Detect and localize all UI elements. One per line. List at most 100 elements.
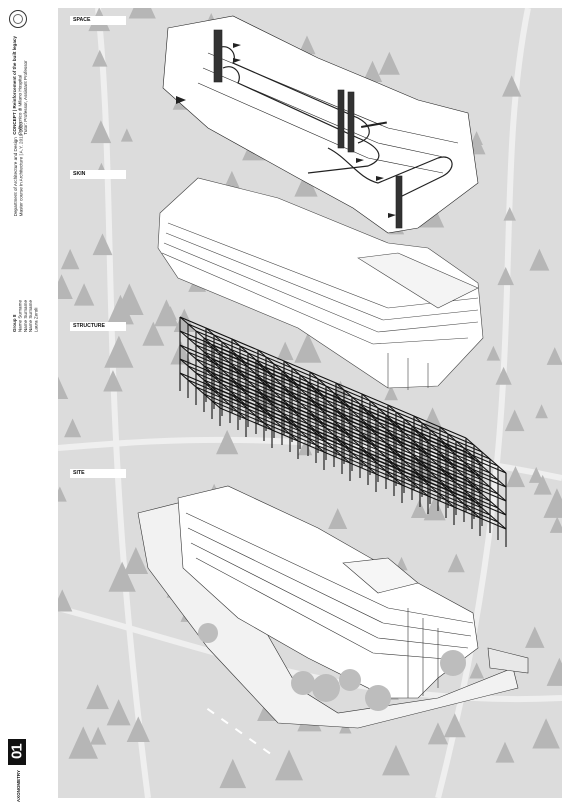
structure-member (283, 360, 325, 397)
tree-icon (443, 713, 466, 738)
axonometric-drawing (58, 8, 562, 798)
member-3: Name Surname (28, 300, 34, 333)
structure-member (335, 410, 377, 447)
structure-member (439, 454, 481, 491)
tree-icon (495, 741, 515, 763)
structure-member (465, 479, 507, 516)
tree-icon (447, 553, 465, 573)
tree-icon (543, 488, 562, 518)
group-info: Group 8 Name Surname Name Surname Name S… (12, 300, 39, 332)
project-info: CONCEPT | Reinforcement of the built leg… (12, 36, 28, 135)
tree-icon (469, 662, 484, 679)
group-label: Group 8 (12, 314, 17, 333)
layer-label-space: SPACE (70, 16, 126, 25)
tree-icon (60, 248, 80, 270)
structure-member (413, 415, 455, 452)
structure-member (195, 358, 483, 481)
structure-member (205, 383, 247, 420)
structure-member (361, 435, 403, 472)
tree-icon (529, 248, 550, 271)
tree-icon (533, 474, 552, 495)
tree-icon (92, 49, 108, 67)
tree-icon (427, 722, 448, 745)
tree-icon (535, 404, 548, 419)
layer-label-skin: SKIN (70, 170, 126, 179)
structure-member (219, 379, 507, 502)
structure-member (211, 358, 499, 481)
structure-member (257, 363, 299, 400)
structure-member (283, 416, 325, 453)
structure-member (361, 393, 403, 430)
structure-member (231, 352, 273, 389)
tree-icon (378, 51, 400, 75)
structure-member (203, 365, 491, 488)
structure-member (195, 330, 483, 453)
tree-icon (115, 283, 144, 316)
structure-member (361, 407, 403, 444)
structure-member (335, 396, 377, 433)
tree-icon (219, 758, 247, 789)
structure-member (187, 323, 475, 446)
structure-member (361, 449, 403, 486)
structure-member (309, 385, 351, 422)
structure-member (257, 349, 299, 386)
structure-member (387, 446, 429, 483)
structure-member (257, 377, 299, 414)
structure-member (465, 465, 507, 502)
structure-member (219, 365, 507, 488)
tree-icon (328, 508, 348, 530)
tree-icon (58, 589, 73, 612)
space-arrows (176, 43, 396, 218)
structure-member (231, 394, 273, 431)
tree-icon (103, 370, 123, 392)
skin-layer-drawing (157, 177, 484, 390)
structure-member (211, 400, 499, 523)
structure-member (335, 438, 377, 475)
structure-layer-drawing (179, 316, 507, 547)
tree-icon (504, 409, 525, 432)
tree-icon (73, 283, 95, 306)
structure-member (413, 457, 455, 494)
structure-member (387, 418, 429, 455)
structure-member (439, 468, 481, 505)
structure-member (387, 460, 429, 497)
structure-member (179, 372, 221, 409)
structure-member (203, 351, 491, 474)
structure-member (179, 358, 221, 395)
tree-icon (58, 274, 73, 299)
structure-member (439, 440, 481, 477)
member-1: Name Surname (17, 300, 23, 333)
road-markings (206, 708, 271, 755)
structure-member (283, 374, 325, 411)
structure-member (309, 413, 351, 450)
structure-member (179, 316, 221, 353)
structure-member (211, 386, 499, 509)
structure-member (465, 437, 507, 474)
tree-icon (546, 347, 562, 365)
tree-icon (549, 516, 562, 533)
tree-icon (170, 341, 192, 365)
structure-member (439, 482, 481, 519)
structure-member (335, 424, 377, 461)
structure-member (179, 330, 221, 367)
tree-icon (423, 496, 446, 521)
tree-icon (546, 657, 562, 686)
space-layer-drawing (162, 15, 479, 234)
tree-icon (362, 60, 383, 82)
structure-member (309, 371, 351, 408)
structure-member (231, 380, 273, 417)
layer-label-site: SITE (70, 469, 126, 478)
tree-icon (332, 380, 349, 398)
tree-icon (68, 726, 98, 759)
tree-icon (382, 744, 410, 776)
structure-member (195, 344, 483, 467)
structure-member (413, 429, 455, 466)
site-map-background (58, 8, 562, 798)
member-4: Laura Zeroli (33, 307, 39, 333)
tree-icon (58, 486, 67, 502)
university-seal-icon (9, 10, 27, 28)
tree-icon (505, 466, 526, 488)
structure-member (335, 382, 377, 419)
structure-member (203, 337, 491, 460)
structure-member (211, 344, 499, 467)
